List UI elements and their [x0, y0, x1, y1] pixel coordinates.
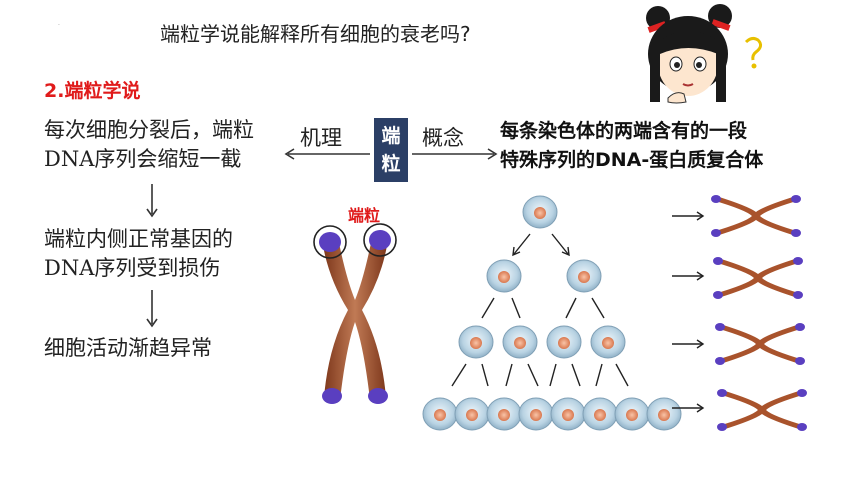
step2-line1: 端粒内侧正常基因的 [44, 227, 233, 251]
step1-line1: 每次细胞分裂后，端粒 [44, 118, 254, 142]
chromosome-illustration [313, 223, 397, 404]
telomere-box-char1: 端 [381, 125, 401, 147]
down-arrow-icon [146, 184, 158, 218]
mechanism-label: 机理 [300, 126, 342, 150]
decor-dot: . [58, 20, 60, 27]
cell-division-diagram [422, 195, 807, 431]
telomere-box-char2: 粒 [381, 153, 401, 175]
definition-line2: 特殊序列的DNA-蛋白质复合体 [500, 149, 764, 171]
telomere-label: 端粒 [348, 206, 381, 225]
telomere-box: 端 粒 [374, 118, 408, 182]
cartoon-girl-illustration [646, 4, 763, 104]
step2-line2: DNA序列受到损伤 [44, 256, 221, 280]
step1-line2: DNA序列会缩短一截 [44, 147, 242, 171]
left-arrow-icon [284, 148, 370, 160]
right-arrow-icon [412, 148, 498, 160]
section-title: 2.端粒学说 [44, 80, 141, 102]
definition-line1: 每条染色体的两端含有的一段 [500, 120, 748, 142]
down-arrow-icon [146, 290, 158, 328]
step3-text: 细胞活动渐趋异常 [44, 336, 212, 360]
concept-label: 概念 [422, 126, 464, 150]
question-text: 端粒学说能解释所有细胞的衰老吗? [160, 22, 471, 46]
